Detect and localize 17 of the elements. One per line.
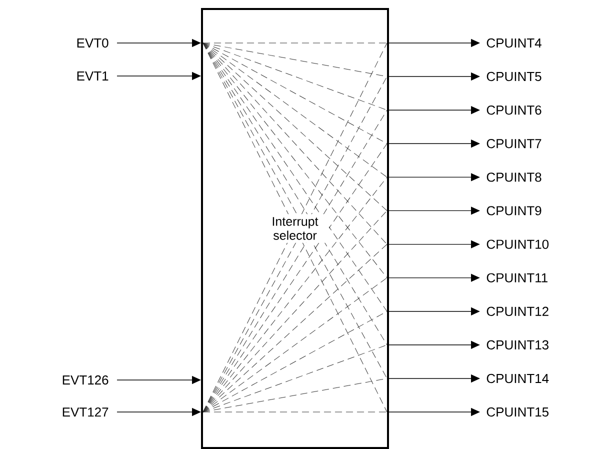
output-label: CPUINT11	[486, 273, 548, 282]
input-label: EVT0	[77, 38, 108, 48]
output-label: CPUINT4	[486, 38, 542, 48]
output-label: CPUINT9	[486, 206, 542, 216]
input-label: EVT1	[77, 72, 108, 80]
input-label: EVT126	[62, 375, 108, 385]
selector-box: Interrupt selector	[201, 8, 389, 449]
output-label: CPUINT10	[486, 240, 549, 249]
output-label: CPUINT12	[486, 306, 548, 316]
output-label: CPUINT7	[486, 139, 542, 148]
output-label: CPUINT6	[486, 106, 542, 115]
output-label: CPUINT5	[486, 72, 542, 82]
output-label: CPUINT14	[486, 374, 549, 384]
input-label: EVT127	[62, 407, 108, 417]
output-label: CPUINT8	[486, 172, 542, 182]
output-label: CPUINT13	[486, 340, 548, 350]
output-label: CPUINT15	[486, 407, 548, 417]
